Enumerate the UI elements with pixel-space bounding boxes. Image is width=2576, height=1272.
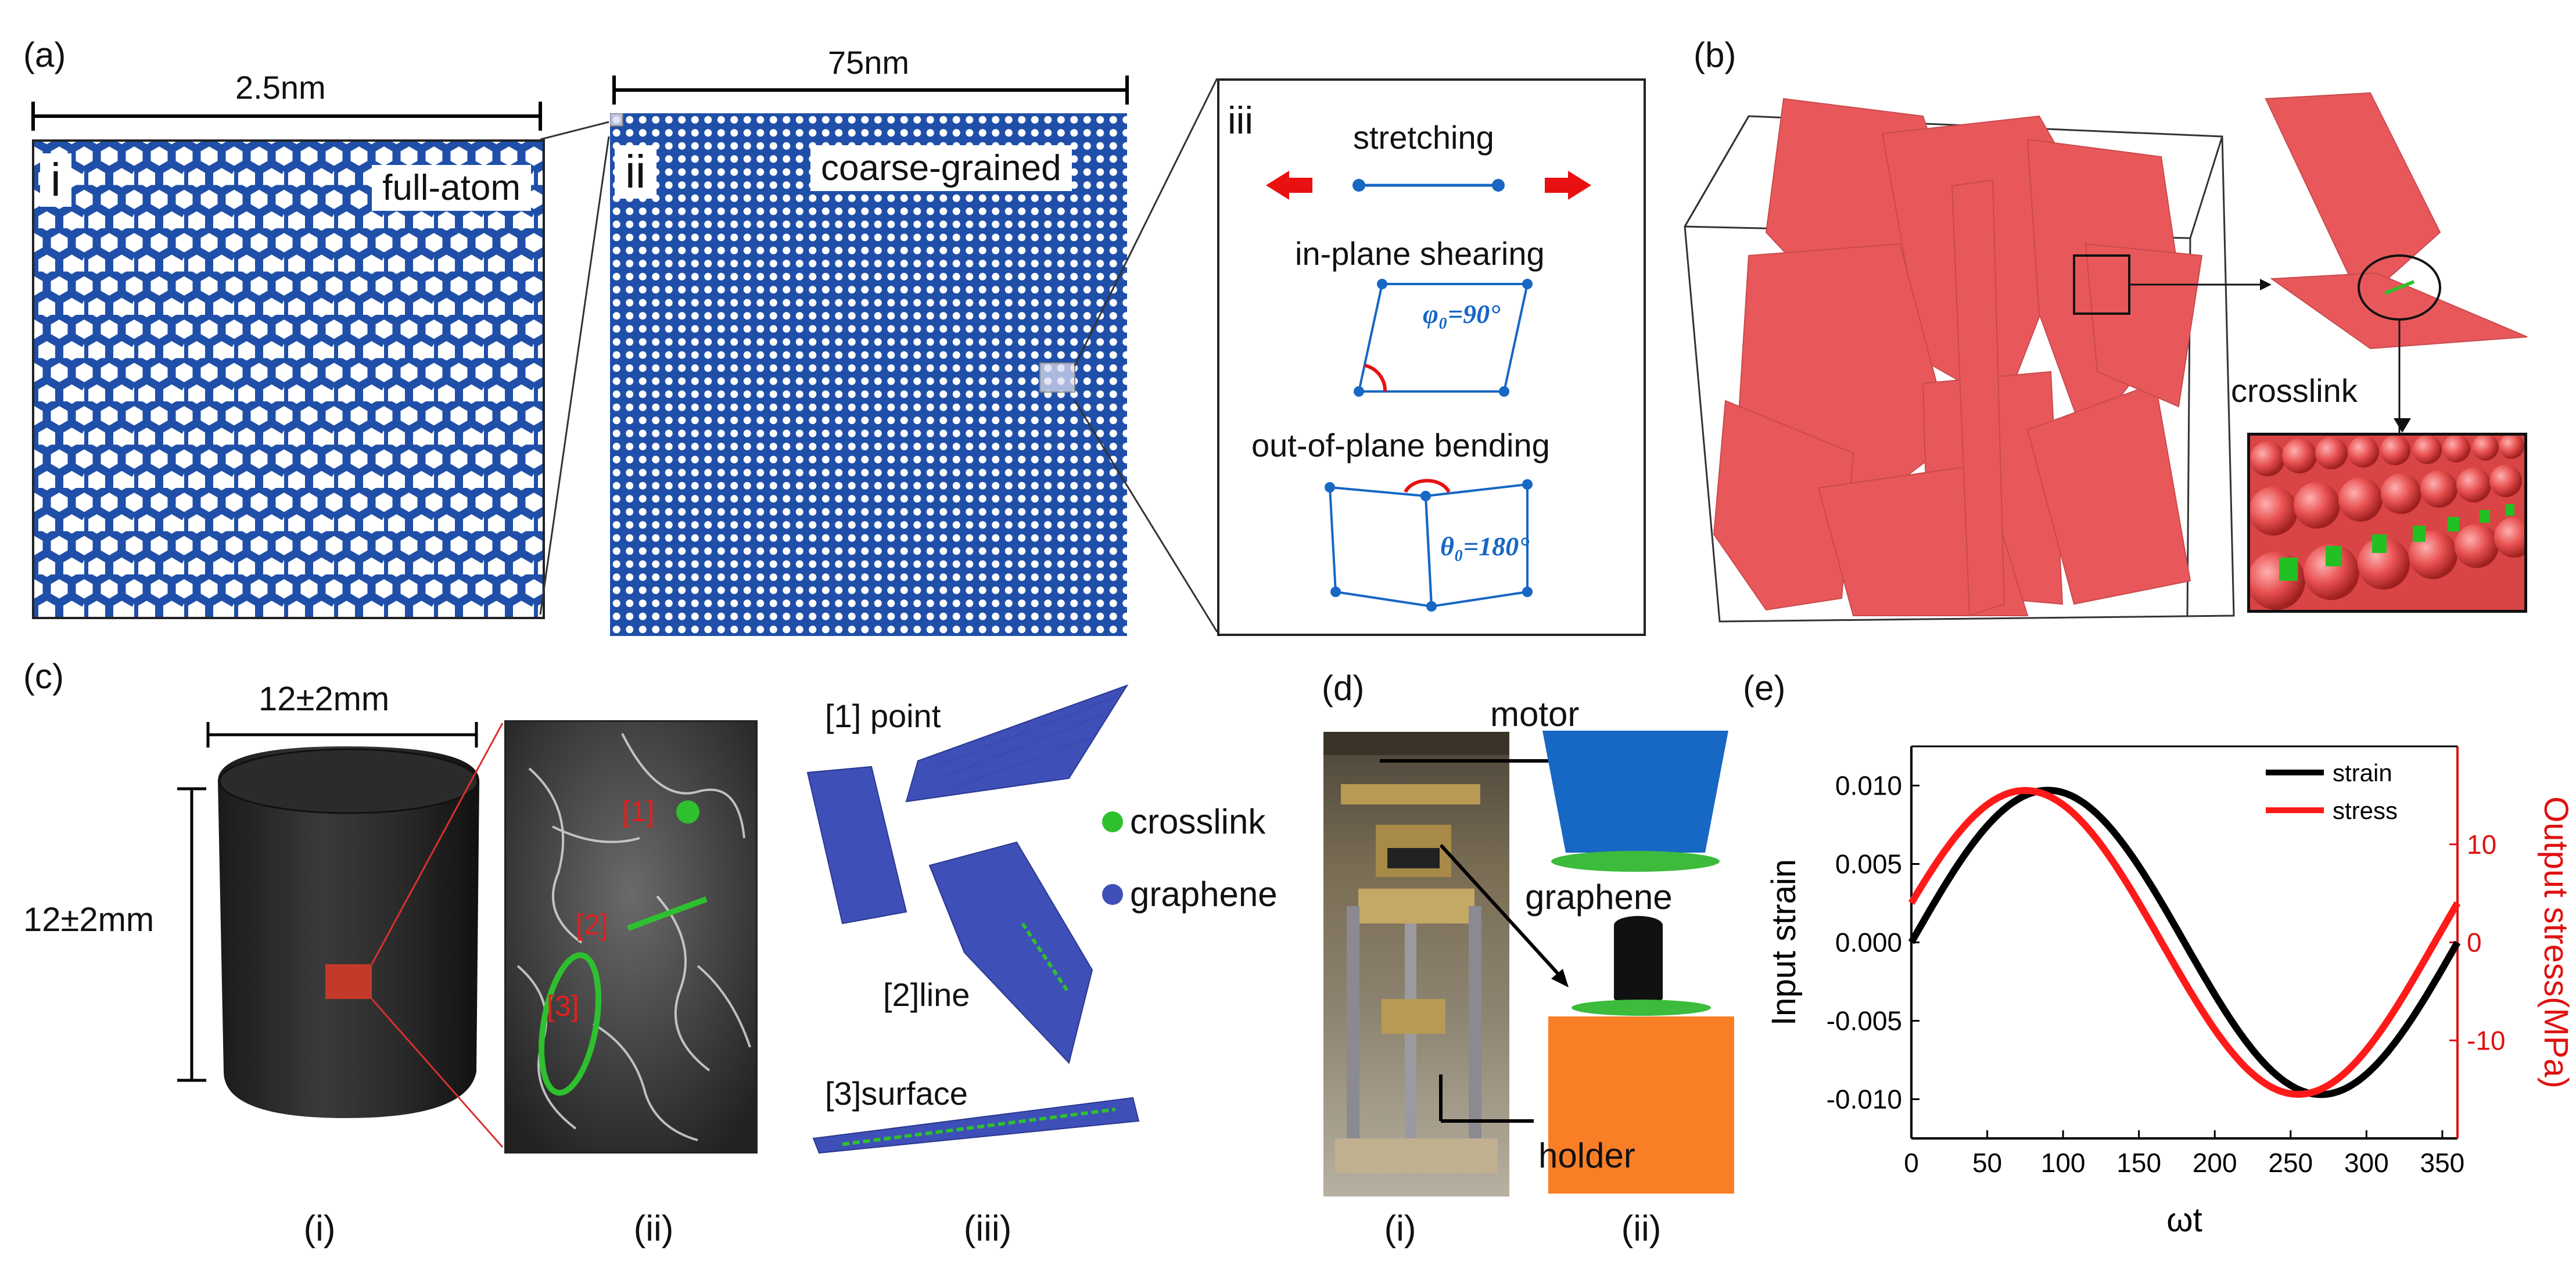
- cylinder-sample: [218, 723, 504, 1148]
- phi-text: φ₀=90°: [1423, 299, 1501, 329]
- hexagonal-lattice: [34, 142, 543, 617]
- shear-diagram: [1354, 279, 1533, 397]
- bending-diagram: [1325, 479, 1533, 612]
- cube-simulation: [1684, 98, 2272, 623]
- marker-3: [3]: [547, 990, 579, 1022]
- point-text: [1] point: [825, 698, 941, 734]
- legend-graphene-dot: [1102, 884, 1123, 905]
- stretching-diagram: [1266, 171, 1591, 200]
- out-of-plane-text: out-of-plane bending: [1251, 427, 1550, 463]
- y2-tick-label: 10: [2467, 829, 2496, 860]
- line-text: [2]line: [883, 976, 970, 1013]
- legend-label-stress: stress: [2333, 797, 2398, 824]
- x-tick-label: 150: [2116, 1148, 2161, 1178]
- c-sub-i: (i): [303, 1209, 336, 1249]
- y-tick-label: 0.010: [1835, 771, 1902, 801]
- mechanics-box: iii stretching in-plane shearing φ₀=90° …: [1217, 78, 1646, 636]
- motor-text: motor: [1490, 695, 1580, 734]
- marker-1: [1]: [622, 795, 655, 828]
- y-tick-label: -0.005: [1827, 1006, 1902, 1036]
- panel-a-label: (a): [23, 35, 66, 74]
- holder-shape: [1548, 1000, 1734, 1194]
- graphene-text-d: graphene: [1525, 878, 1673, 917]
- c-sub-iii: (iii): [963, 1209, 1012, 1249]
- sem-texture: [506, 722, 756, 1152]
- x-tick-label: 100: [2041, 1148, 2086, 1178]
- zoom-lines-a2: [1074, 78, 1218, 633]
- theta-text: θ₀=180°: [1440, 531, 1530, 561]
- legend-crosslink-text: crosslink: [1130, 802, 1266, 841]
- y2-axis-label: Output stress(MPa): [2537, 796, 2575, 1088]
- panel-d-label: (d): [1322, 669, 1365, 707]
- c-sub-ii: (ii): [633, 1209, 674, 1249]
- y-tick-label: -0.010: [1827, 1084, 1902, 1115]
- zoom-lines-a: [539, 121, 610, 615]
- full-atom-box: i full-atom: [32, 139, 545, 619]
- label-i: i: [40, 153, 71, 207]
- rig-photo: [1323, 732, 1509, 1196]
- scale-i-text: 2.5nm: [235, 69, 326, 106]
- d-sub-i: (i): [1384, 1209, 1416, 1249]
- label-ii: ii: [615, 145, 656, 199]
- x-tick-label: 0: [1904, 1148, 1919, 1178]
- sample-shape: [1614, 916, 1663, 1005]
- in-plane-text: in-plane shearing: [1295, 235, 1545, 272]
- rig-shapes: [1323, 732, 1509, 1173]
- point-sheets: [806, 684, 1140, 1154]
- crosslink-text-b: crosslink: [2231, 372, 2358, 409]
- crosslink-arrow-b: [2394, 418, 2411, 433]
- coarse-grained-box: ii coarse-grained: [610, 113, 1127, 636]
- width-bar: [206, 722, 478, 748]
- stretching-text: stretching: [1353, 119, 1494, 156]
- x-tick-label: 250: [2268, 1148, 2313, 1178]
- height-dimension: 12±2mm: [23, 901, 155, 939]
- y2-tick-label: 0: [2467, 928, 2482, 958]
- label-coarse-grained: coarse-grained: [810, 145, 1072, 191]
- scale-bar-ii: [612, 76, 1129, 105]
- scale-ii-text: 75nm: [828, 44, 910, 81]
- width-dimension: 12±2mm: [259, 680, 390, 718]
- sem-image: [1] [2] [3]: [504, 720, 758, 1154]
- x-tick-label: 350: [2420, 1148, 2465, 1178]
- panel-b-label: (b): [1694, 35, 1737, 74]
- holder-text: holder: [1538, 1136, 1635, 1175]
- height-bar: [177, 787, 206, 1082]
- x-tick-label: 300: [2344, 1148, 2389, 1178]
- spheres: [2250, 436, 2524, 610]
- crosslink-zoom-box: [2247, 433, 2527, 613]
- legend-graphene-text: graphene: [1130, 875, 1278, 914]
- y-tick-label: 0.000: [1835, 928, 1902, 958]
- x-tick-label: 200: [2193, 1148, 2237, 1178]
- x-axis-label: ωt: [2166, 1201, 2202, 1239]
- motor-shape: [1542, 731, 1728, 872]
- d-sub-ii: (ii): [1621, 1209, 1662, 1249]
- y2-tick-label: -10: [2467, 1025, 2505, 1055]
- label-full-atom: full-atom: [372, 165, 531, 211]
- square-lattice: [610, 113, 1127, 636]
- panel-e-label: (e): [1743, 669, 1786, 707]
- y-axis-label: Input strain: [1765, 859, 1803, 1026]
- y-tick-label: 0.005: [1835, 849, 1902, 879]
- scale-bar-i: [31, 102, 542, 131]
- label-iii: iii: [1228, 99, 1253, 142]
- legend-label-strain: strain: [2333, 759, 2392, 786]
- series-strain: [1908, 786, 2461, 1098]
- surface-text: [3]surface: [825, 1075, 968, 1112]
- x-tick-label: 50: [1972, 1148, 2002, 1178]
- panel-c-label: (c): [23, 657, 64, 696]
- marker-2: [2]: [576, 908, 608, 941]
- series-stress: [1908, 787, 2461, 1098]
- sheet-pair: [2265, 92, 2528, 436]
- legend-crosslink-dot: [1102, 811, 1123, 832]
